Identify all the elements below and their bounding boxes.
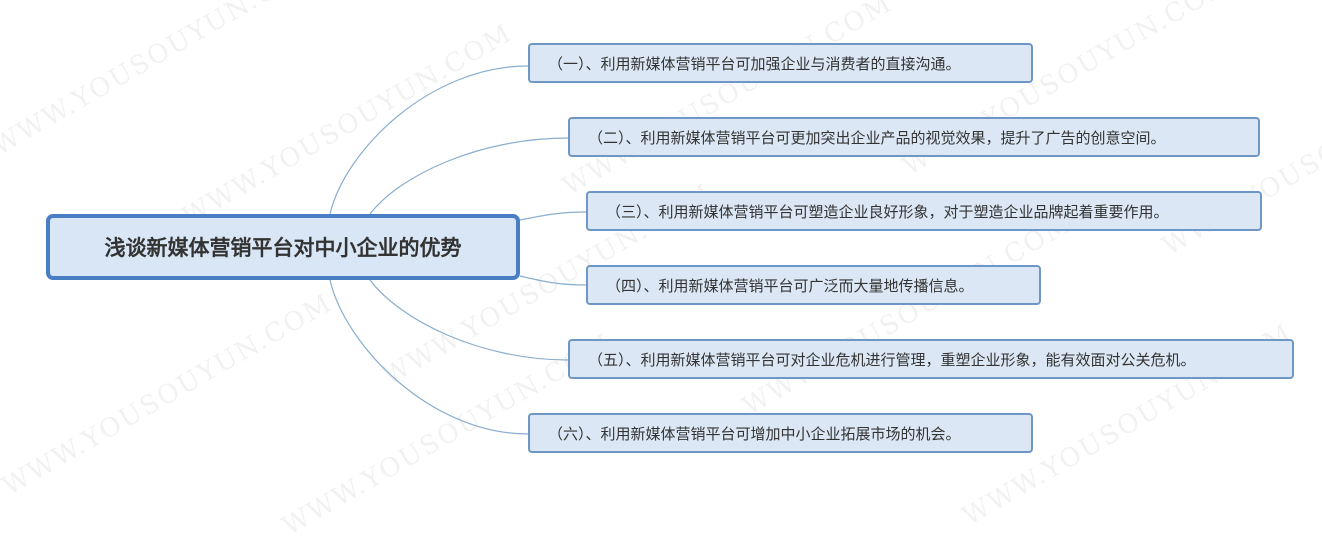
root-topic[interactable]: 浅谈新媒体营销平台对中小企业的优势 bbox=[46, 214, 520, 280]
connector-3 bbox=[519, 211, 587, 221]
branch-topic-3[interactable]: （三）、利用新媒体营销平台可塑造企业良好形象，对于塑造企业品牌起着重要作用。 bbox=[586, 191, 1262, 231]
connector-6 bbox=[329, 279, 529, 435]
branch-topic-1[interactable]: （一）、利用新媒体营销平台可加强企业与消费者的直接沟通。 bbox=[528, 43, 1033, 83]
connector-2 bbox=[369, 137, 569, 215]
connector-4 bbox=[519, 275, 587, 286]
connector-5 bbox=[369, 279, 569, 361]
branch-topic-6[interactable]: （六）、利用新媒体营销平台可增加中小企业拓展市场的机会。 bbox=[528, 413, 1033, 453]
branch-topic-5[interactable]: （五）、利用新媒体营销平台可对企业危机进行管理，重塑企业形象，能有效面对公关危机… bbox=[568, 339, 1294, 379]
branch-topic-2[interactable]: （二）、利用新媒体营销平台可更加突出企业产品的视觉效果，提升了广告的创意空间。 bbox=[568, 117, 1260, 157]
connector-1 bbox=[329, 65, 529, 215]
branch-topic-4[interactable]: （四）、利用新媒体营销平台可广泛而大量地传播信息。 bbox=[586, 265, 1041, 305]
connector-lines bbox=[329, 65, 587, 435]
